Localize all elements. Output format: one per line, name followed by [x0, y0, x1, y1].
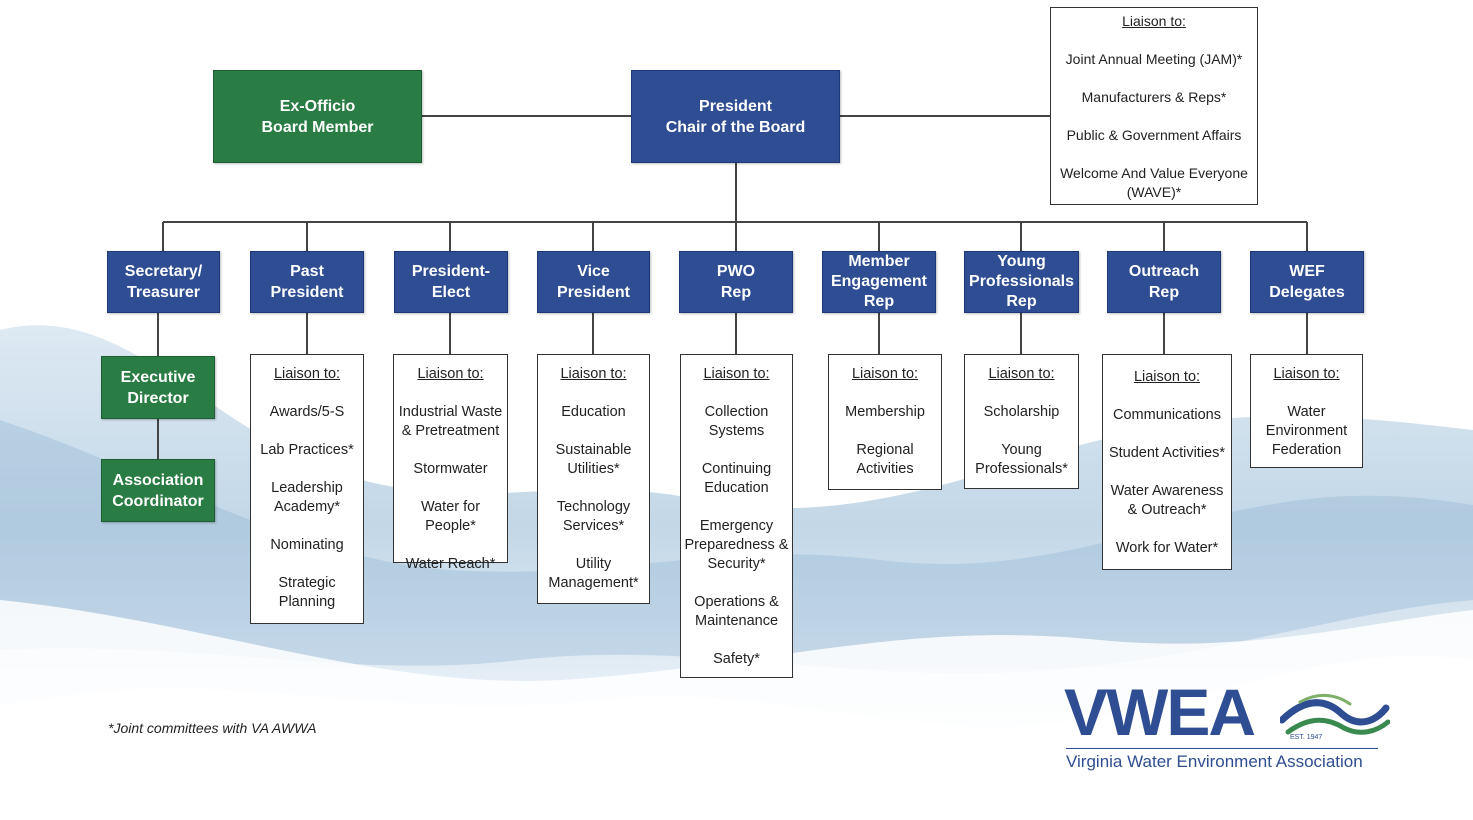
young-professionals-liaison-list: Liaison to: Scholarship Young Profession…	[964, 354, 1079, 489]
president-elect-liaison-list: Liaison to: Industrial Waste & Pretreatm…	[393, 354, 508, 572]
liaison-item: Water Environment Federation	[1265, 404, 1348, 458]
logo-established: EST. 1947	[1290, 734, 1323, 741]
liaison-item: Work for Water*	[1115, 540, 1219, 556]
liaison-item: Regional Activities	[856, 442, 914, 477]
joint-committees-footnote: *Joint committees with VA AWWA	[108, 720, 317, 736]
liaison-header: Liaison to:	[988, 366, 1055, 382]
liaison-header: Liaison to:	[1273, 366, 1340, 382]
liaison-item: Student Activities*	[1108, 445, 1226, 461]
president-chair-box: President Chair of the Board	[631, 70, 840, 163]
liaison-item: Water Awareness & Outreach*	[1110, 483, 1224, 518]
box-label-line: Young	[997, 253, 1046, 270]
liaison-header: Liaison to:	[560, 366, 627, 382]
liaison-header: Liaison to:	[703, 366, 770, 382]
box-label-line: Association	[112, 471, 204, 489]
box-label-line: Director	[127, 389, 189, 407]
wef-delegates-box: WEF Delegates	[1250, 251, 1364, 313]
liaison-item: Lab Practices*	[260, 442, 354, 458]
secretary-treasurer-box: Secretary/ Treasurer	[107, 251, 220, 313]
president-elect-box: President- Elect	[394, 251, 508, 313]
liaison-header: Liaison to:	[1122, 13, 1186, 29]
box-label-line: Engagement	[830, 273, 927, 290]
outreach-liaison-list: Liaison to: Communications Student Activ…	[1102, 354, 1232, 570]
executive-director-box: Executive Director	[101, 356, 215, 419]
box-label-line: WEF	[1289, 263, 1325, 280]
box-label-line: Outreach	[1128, 263, 1200, 280]
past-president-liaison-list: Liaison to: Awards/5-S Lab Practices* Le…	[250, 354, 364, 624]
president-liaison-list: Liaison to: Joint Annual Meeting (JAM)* …	[1050, 7, 1258, 205]
logo-organization-name: Virginia Water Environment Association	[1066, 752, 1363, 771]
box-label-line: Rep	[720, 284, 752, 301]
liaison-item: Education	[561, 404, 626, 420]
liaison-header: Liaison to:	[417, 366, 484, 382]
box-label-line: Elect	[431, 284, 471, 301]
liaison-item: Industrial Waste & Pretreatment	[398, 404, 503, 439]
box-label-line: Professionals	[969, 273, 1074, 290]
liaison-item: Communications	[1113, 407, 1221, 423]
liaison-header: Liaison to:	[273, 366, 341, 382]
box-label-line: Delegates	[1269, 284, 1345, 301]
liaison-item: Sustainable Utilities*	[555, 442, 632, 477]
liaison-item: Joint Annual Meeting (JAM)*	[1065, 51, 1243, 67]
logo-divider	[1066, 748, 1378, 749]
liaison-item: Welcome And Value Everyone (WAVE)*	[1060, 165, 1248, 200]
pwo-rep-liaison-list: Liaison to: Collection Systems Continuin…	[680, 354, 793, 678]
liaison-item: Emergency Preparedness & Security*	[684, 518, 789, 572]
outreach-rep-box: Outreach Rep	[1107, 251, 1221, 313]
box-label-line: Vice	[577, 263, 610, 280]
liaison-item: Membership	[845, 404, 925, 420]
box-label-line: Coordinator	[112, 492, 204, 510]
young-professionals-rep-box: Young Professionals Rep	[964, 251, 1079, 313]
box-label-line: PWO	[716, 263, 756, 280]
box-label-line: Rep	[1148, 284, 1180, 301]
liaison-item: Nominating	[270, 537, 344, 553]
association-coordinator-box: Association Coordinator	[101, 459, 215, 522]
box-label-line: Treasurer	[127, 284, 200, 301]
liaison-item: Strategic Planning	[278, 575, 336, 610]
logo-wave-icon	[1280, 694, 1390, 735]
liaison-item: Public & Government Affairs	[1066, 127, 1242, 143]
pwo-rep-box: PWO Rep	[679, 251, 793, 313]
liaison-item: Technology Services*	[556, 499, 631, 534]
vice-president-box: Vice President	[537, 251, 650, 313]
liaison-item: Collection Systems	[704, 404, 769, 439]
vice-president-liaison-list: Liaison to: Education Sustainable Utilit…	[537, 354, 650, 604]
box-label-line: President	[270, 284, 344, 301]
box-label-line: Chair of the Board	[665, 118, 806, 136]
member-engagement-liaison-list: Liaison to: Membership Regional Activiti…	[828, 354, 942, 490]
box-label-line: Member	[848, 253, 910, 270]
liaison-item: Water for People*	[420, 499, 481, 534]
box-label-line: Executive	[120, 368, 196, 386]
box-label-line: President-	[411, 263, 491, 280]
liaison-item: Young Professionals*	[975, 442, 1068, 477]
liaison-item: Stormwater	[413, 461, 488, 477]
ex-officio-board-member-box: Ex-Officio Board Member	[213, 70, 422, 163]
liaison-item: Utility Management*	[548, 556, 639, 591]
box-label-line: Rep	[863, 293, 895, 310]
box-label-line: President	[557, 284, 630, 301]
box-label-line: President	[699, 97, 772, 115]
liaison-item: Operations & Maintenance	[694, 594, 779, 629]
liaison-item: Awards/5-S	[269, 404, 345, 420]
member-engagement-rep-box: Member Engagement Rep	[822, 251, 936, 313]
box-label-line: Board Member	[261, 118, 374, 136]
logo-wordmark: VWEA	[1064, 675, 1256, 749]
liaison-header: Liaison to:	[851, 366, 919, 382]
liaison-item: Leadership Academy*	[271, 480, 343, 515]
liaison-header: Liaison to:	[1133, 369, 1201, 385]
liaison-item: Water Reach*	[405, 556, 496, 572]
liaison-item: Scholarship	[983, 404, 1060, 420]
wef-delegates-liaison-list: Liaison to: Water Environment Federation	[1250, 354, 1363, 468]
box-label-line: Past	[290, 263, 324, 280]
box-label-line: Rep	[1006, 293, 1037, 310]
box-label-line: Secretary/	[124, 263, 203, 280]
liaison-item: Safety*	[713, 651, 760, 667]
liaison-item: Manufacturers & Reps*	[1081, 89, 1227, 105]
liaison-item: Continuing Education	[701, 461, 772, 496]
box-label-line: Ex-Officio	[279, 97, 356, 115]
past-president-box: Past President	[250, 251, 364, 313]
